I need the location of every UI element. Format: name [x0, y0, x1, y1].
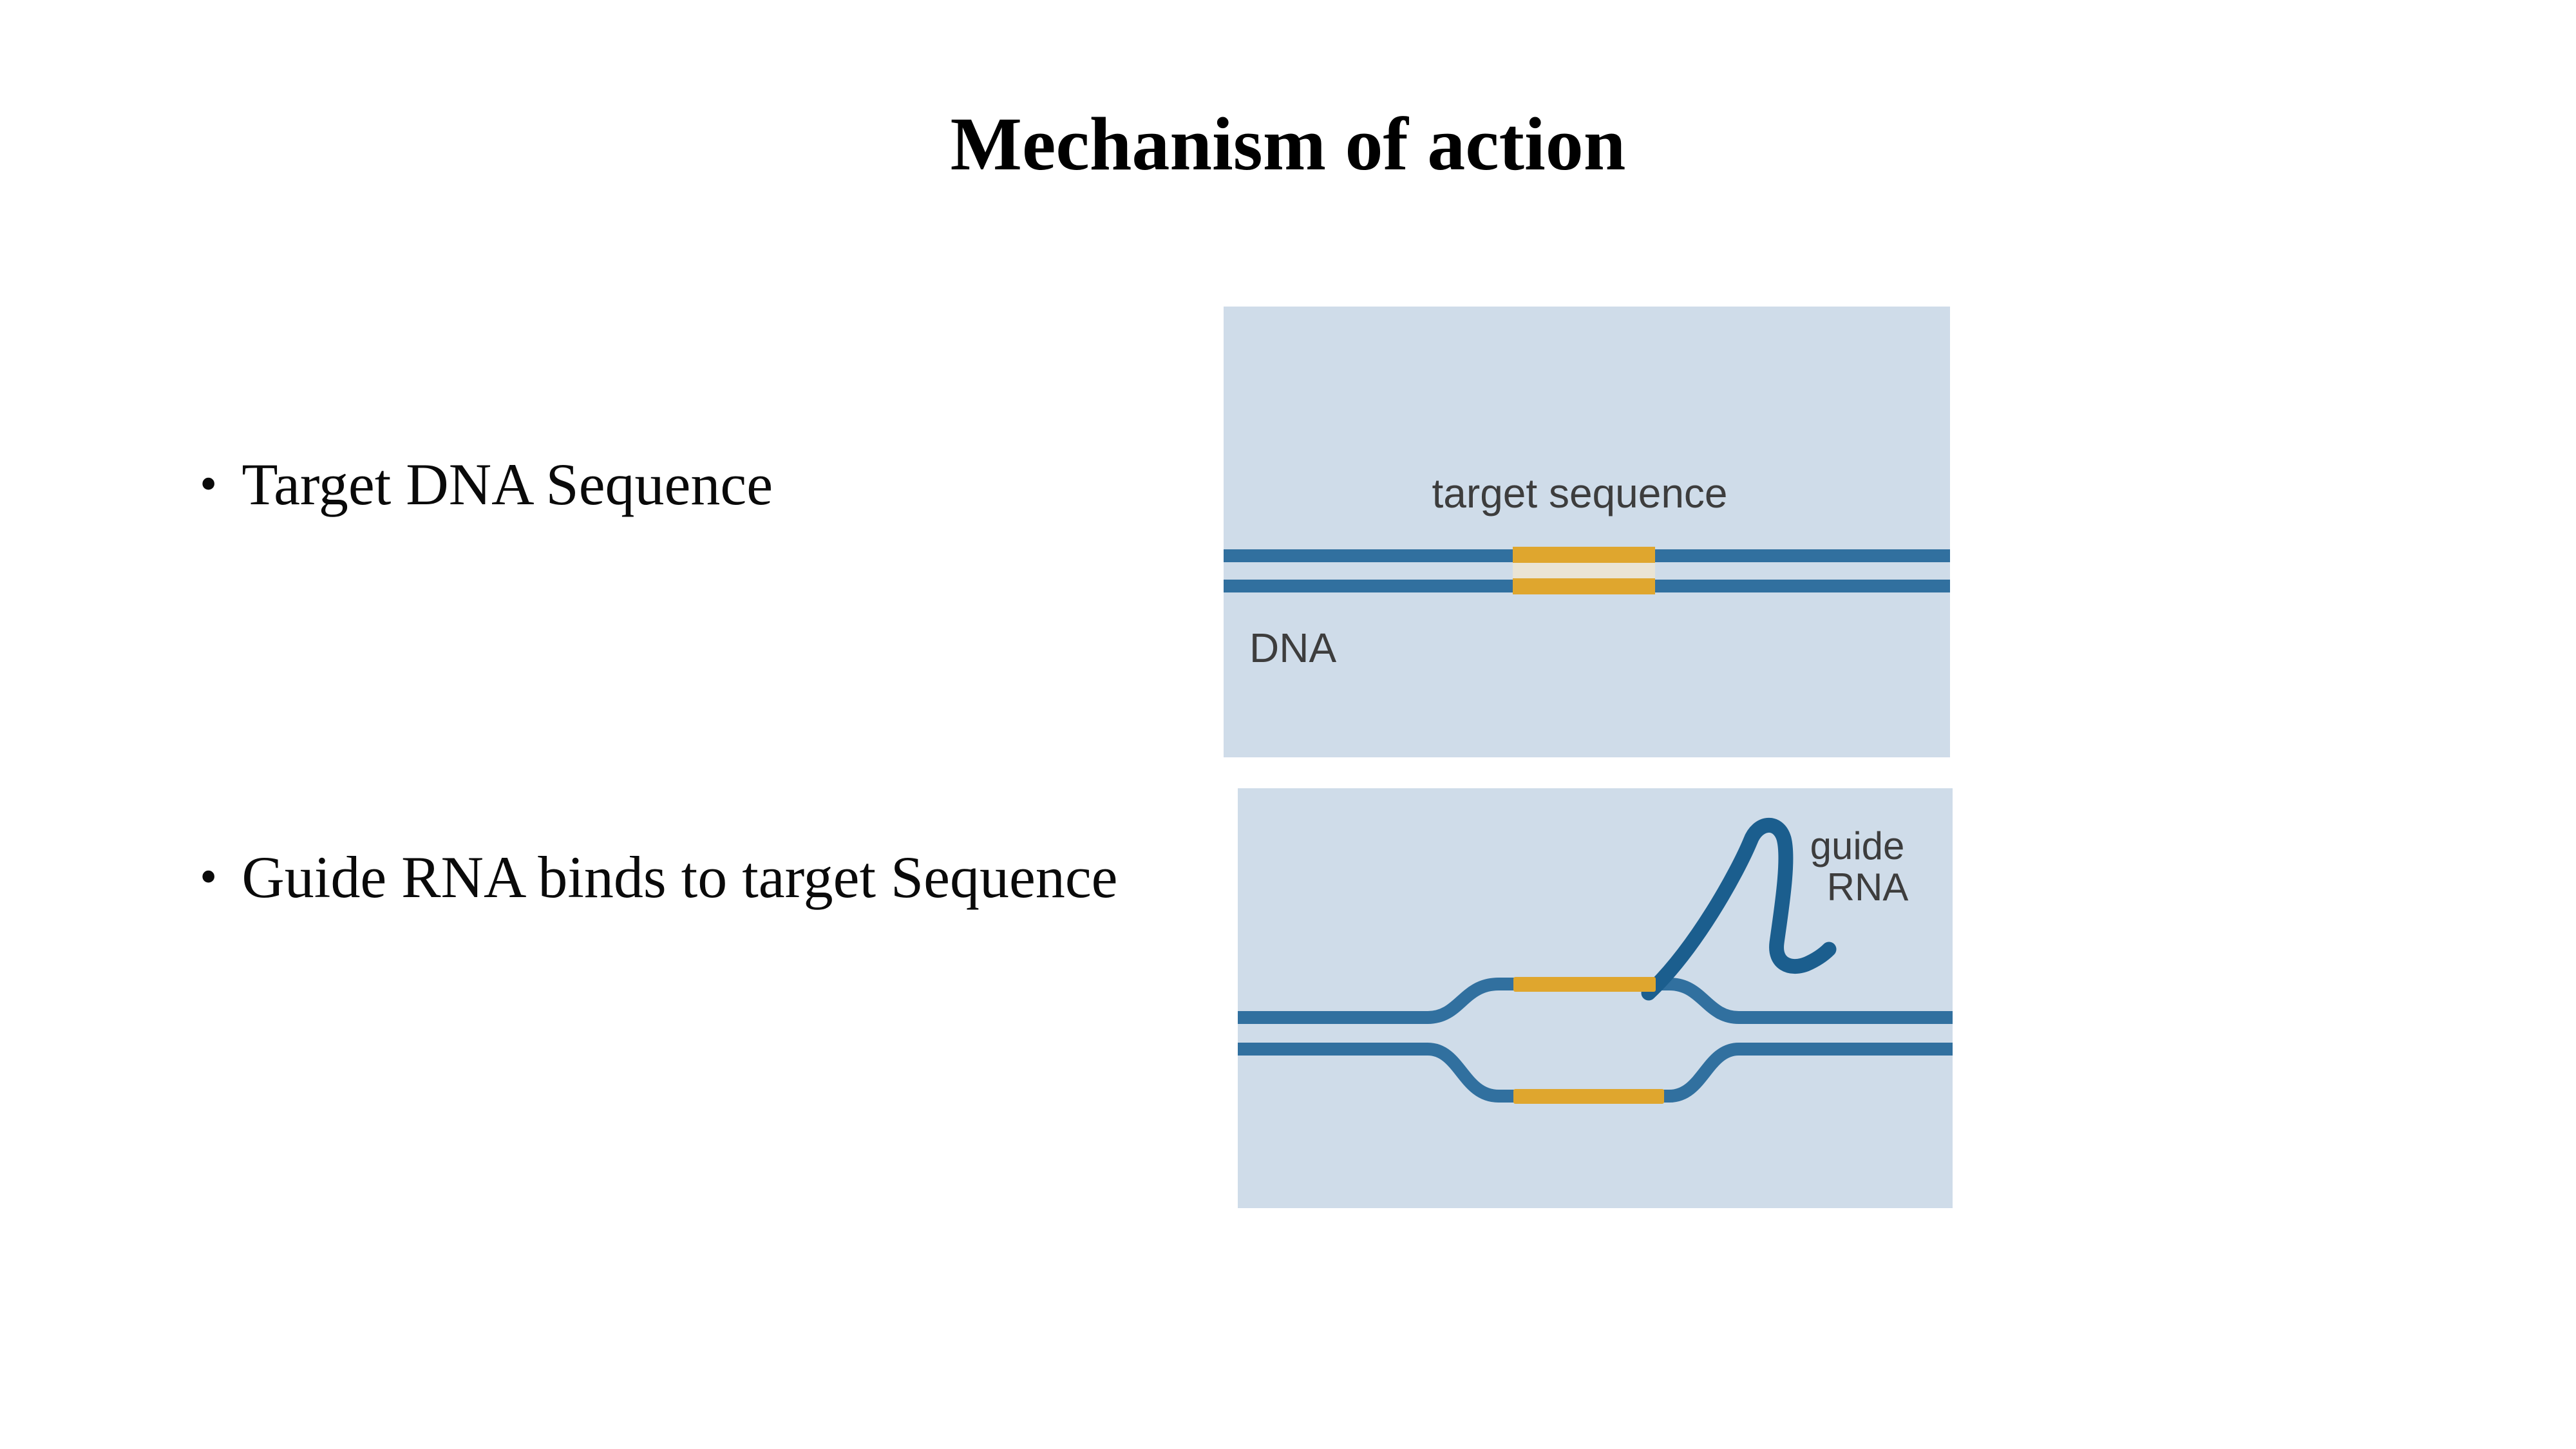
dna-label: DNA	[1249, 625, 1336, 671]
bullet-marker: •	[200, 848, 218, 904]
bullet-item-target-dna: • Target DNA Sequence	[200, 451, 773, 519]
guide-rna-label-line1: guide	[1810, 824, 1905, 867]
guide-rna-strand	[1641, 818, 1837, 1001]
slide-title: Mechanism of action	[950, 102, 1626, 186]
target-sequence-segment-bottom	[1513, 1089, 1664, 1104]
bullet-item-guide-rna: • Guide RNA binds to target Sequence	[200, 844, 1118, 912]
bullet-text-guide-rna: Guide RNA binds to target Sequence	[242, 844, 1118, 910]
guide-rna-diagram: guide RNA	[1238, 788, 1953, 1208]
bullet-list: • Target DNA Sequence • Guide RNA binds …	[200, 0, 1230, 1449]
target-sequence-diagram: target sequence DNA	[1224, 307, 1950, 757]
target-sequence-label: target sequence	[1432, 470, 1728, 516]
target-sequence-segment-top	[1513, 977, 1656, 992]
diagram-guide-rna-panel: guide RNA	[1238, 788, 1953, 1208]
target-sequence-gap	[1513, 563, 1655, 578]
guide-rna-label-line2: RNA	[1827, 866, 1909, 909]
bullet-text-target-dna: Target DNA Sequence	[242, 451, 773, 517]
panel-background	[1224, 307, 1950, 757]
panel-background	[1238, 788, 1953, 1208]
diagram-target-sequence-panel: target sequence DNA	[1224, 307, 1950, 757]
bullet-marker: •	[200, 455, 218, 511]
